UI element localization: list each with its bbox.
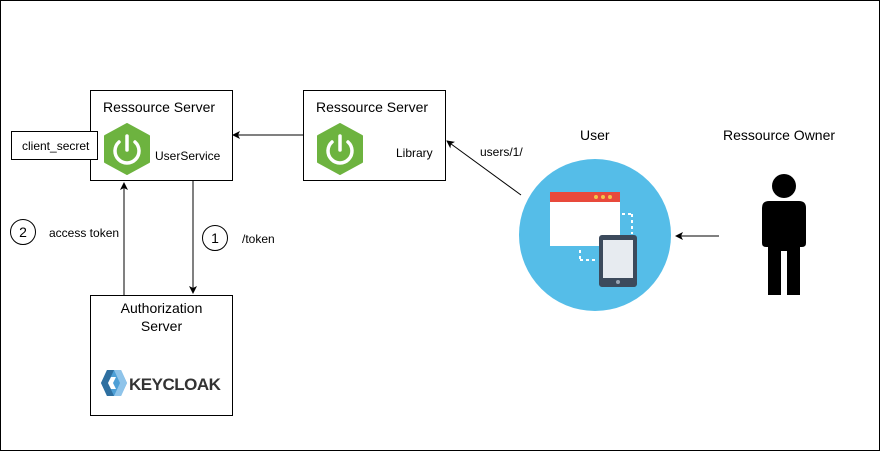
authorization-server-title-line1: Authorization xyxy=(120,300,203,316)
resource-server-library: Ressource Server Library xyxy=(303,90,446,181)
client-secret-label: client_secret xyxy=(22,139,90,153)
resource-server-title: Ressource Server xyxy=(316,99,429,115)
spring-boot-power-icon xyxy=(317,123,363,175)
keycloak-logo: KEYCLOAK xyxy=(101,370,222,396)
resource-server-title: Ressource Server xyxy=(103,99,216,115)
step-number-1: 1 xyxy=(202,225,228,251)
authorization-server: Authorization Server KEYCLOAK xyxy=(90,295,233,416)
resource-server-userservice: Ressource Server UserService xyxy=(90,90,233,181)
access-token-label: access token xyxy=(49,226,120,240)
service-name-library: Library xyxy=(396,146,433,160)
users-request-label: users/1/ xyxy=(480,145,523,159)
token-endpoint-label: /token xyxy=(242,232,275,246)
owner-label: Ressource Owner xyxy=(723,127,836,143)
step-number-2: 2 xyxy=(10,219,36,245)
service-name-userservice: UserService xyxy=(155,149,221,163)
arrow-user-to-library xyxy=(446,140,522,196)
person-icon xyxy=(762,174,806,295)
authorization-server-title-line2: Server xyxy=(140,318,183,334)
spring-boot-power-icon xyxy=(104,123,150,175)
user-label: User xyxy=(580,127,610,143)
svg-text:KEYCLOAK: KEYCLOAK xyxy=(129,375,222,394)
user-device-icon xyxy=(519,159,671,311)
client-secret-box: client_secret xyxy=(11,131,98,160)
